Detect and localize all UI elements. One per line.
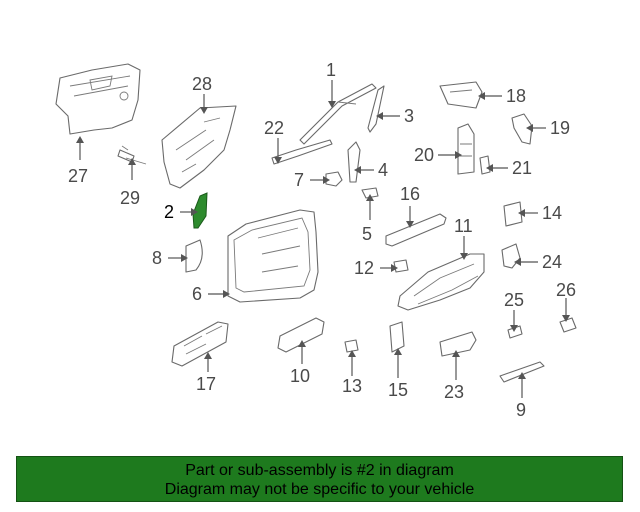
- part-28-barrier[interactable]: [161, 105, 237, 189]
- callout-12[interactable]: 12: [354, 258, 374, 278]
- callout-3[interactable]: 3: [404, 106, 414, 126]
- arrowheads: [76, 92, 570, 379]
- part-7-clip[interactable]: [325, 171, 343, 187]
- callout-27[interactable]: 27: [68, 166, 88, 186]
- part-15-bracket[interactable]: [389, 321, 405, 353]
- callout-21[interactable]: 21: [512, 158, 532, 178]
- callout-labels: 27 29 28 2 8 6 22 1 3 4 7 5 16 11 12 18 …: [68, 60, 576, 420]
- part-29-screw[interactable]: [117, 145, 147, 165]
- callout-9[interactable]: 9: [516, 400, 526, 420]
- banner-line-1: Part or sub-assembly is #2 in diagram: [185, 462, 454, 479]
- part-4-pillar-trim[interactable]: [347, 141, 361, 183]
- callout-8[interactable]: 8: [152, 248, 162, 268]
- part-24-bracket[interactable]: [501, 243, 521, 269]
- part-16-armrest-trim[interactable]: [385, 213, 447, 247]
- callout-24[interactable]: 24: [542, 252, 562, 272]
- part-10-switch-bezel[interactable]: [277, 317, 325, 353]
- callout-22[interactable]: 22: [264, 118, 284, 138]
- callout-25[interactable]: 25: [504, 290, 524, 310]
- callout-26[interactable]: 26: [556, 280, 576, 300]
- part-13-clip[interactable]: [344, 339, 359, 353]
- part-8-cover[interactable]: [185, 239, 203, 273]
- part-17-switch-bezel[interactable]: [171, 321, 229, 367]
- callout-7[interactable]: 7: [294, 170, 304, 190]
- callout-14[interactable]: 14: [542, 203, 562, 223]
- callout-18[interactable]: 18: [506, 86, 526, 106]
- part-12-clip[interactable]: [393, 259, 409, 273]
- part-21-switch[interactable]: [479, 155, 491, 175]
- callout-2[interactable]: 2: [164, 202, 174, 222]
- callout-5[interactable]: 5: [362, 224, 372, 244]
- callout-20[interactable]: 20: [414, 145, 434, 165]
- parts-diagram: 27 29 28 2 8 6 22 1 3 4 7 5 16 11 12 18 …: [55, 60, 577, 420]
- callout-10[interactable]: 10: [290, 366, 310, 386]
- part-1-window-seal[interactable]: [299, 83, 377, 145]
- part-3-seal-strip[interactable]: [367, 85, 385, 133]
- part-22-seal[interactable]: [271, 139, 333, 165]
- callout-16[interactable]: 16: [400, 184, 420, 204]
- callout-17[interactable]: 17: [196, 374, 216, 394]
- part-26-grommet[interactable]: [559, 317, 577, 333]
- callout-1[interactable]: 1: [326, 60, 336, 80]
- leader-lines: [79, 80, 567, 398]
- callout-4[interactable]: 4: [378, 160, 388, 180]
- part-6-door-panel[interactable]: [227, 209, 319, 303]
- part-20-switch[interactable]: [457, 123, 475, 175]
- callout-19[interactable]: 19: [550, 118, 570, 138]
- callout-23[interactable]: 23: [444, 382, 464, 402]
- banner-line-2: Diagram may not be specific to your vehi…: [164, 481, 475, 498]
- part-11-door-trim[interactable]: [397, 253, 485, 311]
- info-banner: Part or sub-assembly is #2 in diagram Di…: [16, 456, 623, 502]
- callout-15[interactable]: 15: [388, 380, 408, 400]
- part-27-insulator[interactable]: [55, 63, 141, 135]
- callout-11[interactable]: 11: [454, 216, 473, 236]
- part-19-bracket[interactable]: [511, 113, 533, 145]
- part-18-handle[interactable]: [439, 81, 483, 109]
- part-14-bracket[interactable]: [503, 201, 523, 227]
- callout-29[interactable]: 29: [120, 188, 140, 208]
- part-23-bracket[interactable]: [439, 331, 477, 357]
- callout-28[interactable]: 28: [192, 74, 212, 94]
- callout-6[interactable]: 6: [192, 284, 202, 304]
- callout-13[interactable]: 13: [342, 376, 362, 396]
- part-5-clip[interactable]: [361, 187, 379, 199]
